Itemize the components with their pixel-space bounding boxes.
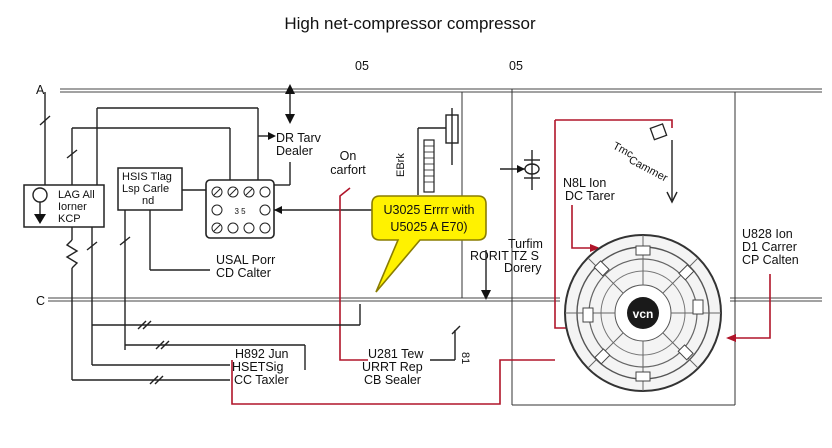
rorit-block: Turfim RORIT TZ S Dorery xyxy=(470,237,543,275)
h892-line-3: CC Taxler xyxy=(234,373,289,387)
hsis-line-2: Lsp Carle xyxy=(122,183,169,195)
lag-line-3: KCP xyxy=(58,213,81,225)
lag-block: LAG All Iorner KCP xyxy=(23,184,105,228)
u828-line-3: CP Calten xyxy=(742,253,799,267)
u828-block: U828 Ion D1 Carrer CP Calten xyxy=(742,227,799,267)
hsis-line-1: HSIS Tlag xyxy=(122,171,172,183)
arrow-icon-5 xyxy=(666,191,678,204)
n8l-line-2: DC Tarer xyxy=(565,189,615,203)
u828-line-2: D1 Carrer xyxy=(742,240,797,254)
on-line-1: On xyxy=(340,149,357,163)
bus-label-c: C xyxy=(36,294,45,308)
usal-block: USAL Porr CD Calter xyxy=(216,253,275,280)
rorit-line-3: Dorery xyxy=(504,261,542,275)
bus-line-c xyxy=(48,297,822,302)
dr-block: DR Tarv Dealer xyxy=(276,131,322,158)
compressor-label: vcn xyxy=(633,307,654,321)
red-wire-top xyxy=(555,119,673,128)
n8l-block: N8L Ion DC Tarer xyxy=(563,176,615,203)
red-wire-u828 xyxy=(728,274,771,339)
arrow-icon-red-3 xyxy=(726,334,736,342)
red-wire-bottom xyxy=(231,359,555,405)
diagram-title: High net-compressor compressor xyxy=(284,14,536,33)
rorit-line-1: Turfim xyxy=(508,237,543,251)
updown-arrow-icon xyxy=(285,84,295,124)
terminal-block: 3 5 xyxy=(205,179,275,239)
valve-icon xyxy=(524,150,540,190)
usal-line-2: CD Calter xyxy=(216,266,271,280)
svg-text:3 5: 3 5 xyxy=(234,207,246,216)
resistor-icon xyxy=(65,227,79,380)
arrow-icon-3 xyxy=(481,290,491,300)
h892-line-2: HSETSig xyxy=(232,360,283,374)
u281-line-1: U281 Tew xyxy=(368,347,424,361)
on-line-2: carfort xyxy=(330,163,366,177)
u281-block: U281 Tew URRT Rep CB Sealer xyxy=(362,347,424,387)
arrow-icon-4 xyxy=(517,165,525,173)
red-wire-on xyxy=(339,187,368,361)
dr-line-1: DR Tarv xyxy=(276,131,322,145)
sensor-icon xyxy=(649,123,668,141)
hsis-line-3: nd xyxy=(142,195,154,207)
top-label-1: 05 xyxy=(355,59,369,73)
arrow-icon xyxy=(268,132,276,140)
on-block: On carfort xyxy=(330,149,366,177)
side-label-81: 81 xyxy=(459,352,471,364)
h892-block: H892 Jun HSETSig CC Taxler xyxy=(232,347,289,387)
u828-line-1: U828 Ion xyxy=(742,227,793,241)
top-label-2: 05 xyxy=(509,59,523,73)
wire-mark-2 xyxy=(119,236,131,246)
red-wire-n8l xyxy=(571,205,598,249)
bus-label-a: A xyxy=(36,83,45,97)
arrow-icon-red-1 xyxy=(590,244,600,252)
wire-mark-1 xyxy=(86,241,98,251)
hsis-block: HSIS Tlag Lsp Carle nd xyxy=(117,167,183,211)
arrow-icon-2 xyxy=(274,206,282,214)
u281-line-3: CB Sealer xyxy=(364,373,421,387)
bus-line-a xyxy=(60,88,822,93)
u281-line-2: URRT Rep xyxy=(362,360,423,374)
n8l-line-1: N8L Ion xyxy=(563,176,606,190)
ebrk-label: EBrk xyxy=(395,153,407,177)
connector-strip xyxy=(423,139,435,193)
compressor-icon: vcn xyxy=(564,234,722,392)
bottom-wires xyxy=(72,304,461,385)
lag-line-2: Iorner xyxy=(58,201,87,213)
ground-icon xyxy=(32,187,48,224)
h892-line-1: H892 Jun xyxy=(235,347,289,361)
tmc-line-2: Cammer xyxy=(627,154,670,185)
callout-line-2: U5025 A E70) xyxy=(390,220,467,234)
usal-line-1: USAL Porr xyxy=(216,253,275,267)
compressor-enclosure xyxy=(461,89,736,406)
dr-line-2: Dealer xyxy=(276,144,313,158)
left-feed-wires xyxy=(39,92,259,190)
lag-line-1: LAG All xyxy=(58,189,95,201)
fuse-icon xyxy=(445,108,459,165)
rorit-line-2: RORIT TZ S xyxy=(470,249,539,263)
callout-line-1: U3025 Errrr with xyxy=(384,203,475,217)
error-callout: U3025 Errrr with U5025 A E70) xyxy=(371,195,487,293)
